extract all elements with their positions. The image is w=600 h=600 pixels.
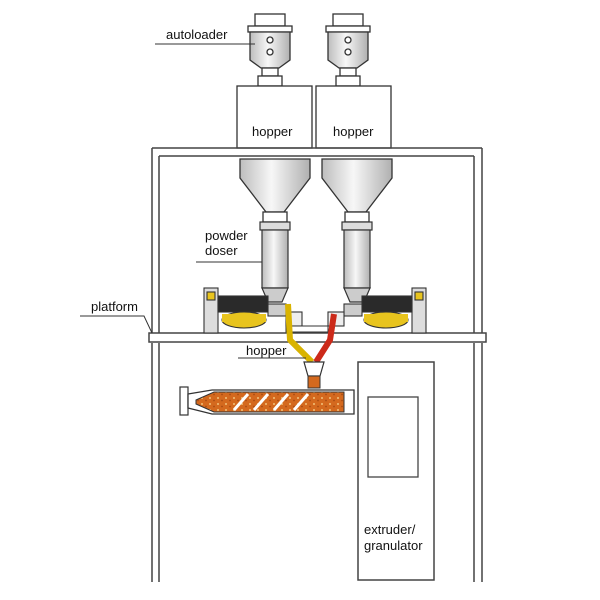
lower-hopper-throat bbox=[307, 375, 321, 389]
autoloader-left-port-2 bbox=[266, 48, 274, 56]
funnel-left bbox=[239, 158, 311, 223]
hopper-right-box bbox=[315, 85, 392, 149]
autoloader-right-lid bbox=[325, 25, 371, 33]
funnel-right bbox=[321, 158, 393, 223]
autoloader-right-flange bbox=[335, 75, 361, 87]
lower-hopper-funnel bbox=[303, 361, 325, 377]
extruder-cabinet-panel bbox=[367, 396, 419, 478]
doser-drive-left bbox=[203, 287, 303, 334]
flow-yellow-material bbox=[285, 303, 315, 365]
powder-doser-label-line2: doser bbox=[205, 243, 238, 258]
autoloader-left-lid bbox=[247, 25, 293, 33]
platform-label: platform bbox=[91, 299, 138, 314]
autoloader-left bbox=[247, 13, 293, 87]
hopper-left-box bbox=[236, 85, 313, 149]
hopper-right-label: hopper bbox=[333, 124, 374, 139]
autoloader-left-motor bbox=[254, 13, 286, 27]
extruder-screw-flights bbox=[232, 393, 310, 411]
autoloader-left-valve bbox=[261, 67, 279, 77]
autoloader-left-flange bbox=[257, 75, 283, 87]
autoloader-right-motor bbox=[332, 13, 364, 27]
autoloader-left-port-1 bbox=[266, 36, 274, 44]
powder-doser-right bbox=[341, 221, 373, 303]
powder-doser-label-line1: powder bbox=[205, 228, 248, 243]
doser-drive-right bbox=[327, 287, 427, 334]
extruder-label-line1: extruder/ bbox=[364, 522, 416, 537]
flow-red-material bbox=[313, 313, 337, 364]
autoloader-right bbox=[325, 13, 371, 87]
autoloader-right-port-2 bbox=[344, 48, 352, 56]
autoloader-right-port-1 bbox=[344, 36, 352, 44]
extruder-label-line2: granulator bbox=[364, 538, 423, 553]
doser-mount-plate bbox=[285, 325, 329, 333]
support-frame bbox=[151, 147, 483, 582]
hopper-left-label: hopper bbox=[252, 124, 293, 139]
platform-deck bbox=[148, 332, 487, 343]
autoloader-label: autoloader bbox=[166, 27, 228, 42]
platform-leader-line bbox=[80, 315, 153, 334]
lower-hopper-label: hopper bbox=[246, 343, 287, 358]
powder-doser-left bbox=[259, 221, 291, 303]
extruder-barrel bbox=[179, 386, 355, 416]
autoloader-right-valve bbox=[339, 67, 357, 77]
